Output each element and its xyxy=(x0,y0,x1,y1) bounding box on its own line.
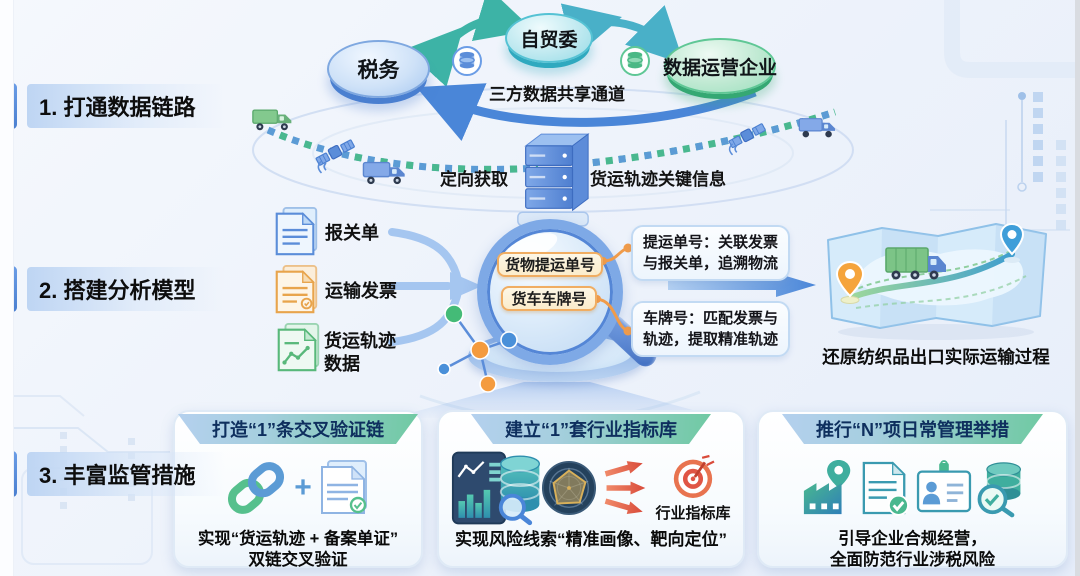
route-map-icon xyxy=(827,222,1047,340)
card-caption-line1: 引导企业合规经营， xyxy=(838,530,987,548)
acquire-label: 定向获取 xyxy=(440,170,508,189)
callout-line: 轨迹，提取精准轨迹 xyxy=(643,331,779,348)
truck-icon xyxy=(252,109,292,131)
card-caption-line1: 实现风险线索“精准画像、靶向定位” xyxy=(455,530,727,549)
left-margin-strip xyxy=(0,0,14,576)
doc-label-track-line1: 货运轨迹 xyxy=(324,331,396,351)
customs-declaration-doc-icon xyxy=(275,206,318,256)
card-daily-management: 推行“N”项日常管理举措 xyxy=(757,410,1068,570)
truck-icon xyxy=(362,161,405,185)
card-header: 推行“N”项日常管理举措 xyxy=(782,414,1043,444)
card-header: 打造“1”条交叉验证链 xyxy=(178,414,418,444)
freight-track-doc-icon xyxy=(277,322,320,372)
card-caption-line2: 全面防范行业涉税风险 xyxy=(830,551,995,570)
chain-link-icon xyxy=(228,462,285,514)
tag-bill-number: 货物提运单号 xyxy=(497,252,603,277)
callout-line: 与报关单，追溯物流 xyxy=(643,255,779,272)
callout-line: 车牌号：匹配发票与 xyxy=(643,310,779,327)
section-title: 3. 丰富监管措施 xyxy=(27,452,226,496)
checklist-doc-icon xyxy=(862,461,909,516)
tag-bill-number-label: 货物提运单号 xyxy=(504,257,595,274)
card-caption-line1: 实现“货运轨迹 + 备案单证” xyxy=(197,530,399,548)
section-title: 1. 打通数据链路 xyxy=(27,84,226,128)
channel-label: 三方数据共享通道 xyxy=(489,85,625,104)
callout-plate-number: 车牌号：匹配发票与 轨迹，提取精准轨迹 xyxy=(631,301,791,357)
section-1-label: 1. 打通数据链路 xyxy=(8,83,226,129)
tax-node-label: 税务 xyxy=(357,59,400,82)
id-card-icon xyxy=(916,460,971,513)
map-truck-icon xyxy=(885,247,946,280)
satellite-icon xyxy=(315,139,355,174)
target-label: 行业指标库 xyxy=(655,504,731,522)
right-edge-strip xyxy=(1075,0,1080,576)
section-title: 2. 搭建分析模型 xyxy=(27,267,226,311)
database-search-icon xyxy=(499,455,541,526)
factory-pin-icon xyxy=(803,460,850,515)
tag-plate-number: 货车车牌号 xyxy=(501,286,597,311)
track-info-label: 货运轨迹关键信息 xyxy=(590,170,726,189)
section-3-label: 3. 丰富监管措施 xyxy=(8,451,226,497)
enterprise-node-label: 数据运营企业 xyxy=(663,57,778,79)
callout-bill-number: 提运单号：关联发票 与报关单，追溯物流 xyxy=(631,225,791,281)
doc-label-track-line2: 数据 xyxy=(324,354,360,375)
callout-line: 提运单号：关联发票 xyxy=(643,234,779,251)
doc-label-customs: 报关单 xyxy=(325,223,379,243)
tag-plate-number-label: 货车车牌号 xyxy=(511,291,587,308)
record-document-icon xyxy=(320,460,367,514)
card-cross-verification: 打造“1”条交叉验证链 + 实现“货运轨迹 + 备案单证” xyxy=(173,410,423,570)
plus-icon: + xyxy=(294,471,312,504)
map-caption: 还原纺织品出口实际运输过程 xyxy=(822,347,1050,367)
target-icon xyxy=(673,454,715,498)
doc-label-invoice: 运输发票 xyxy=(325,281,397,301)
card-caption-line2: 双链交叉验证 xyxy=(248,551,348,570)
transport-invoice-doc-icon xyxy=(275,264,318,314)
card-header: 建立“1”套行业指标库 xyxy=(471,414,711,444)
molecule-network-icon xyxy=(437,304,518,393)
truck-icon xyxy=(798,118,836,138)
spread-arrows-icon xyxy=(605,461,646,514)
database-audit-icon xyxy=(977,462,1021,518)
merge-arrows xyxy=(388,228,482,346)
dashboard-icon xyxy=(452,451,507,525)
section-2-label: 2. 搭建分析模型 xyxy=(8,266,226,312)
data-operation-enterprise-node: 数据运营企业 xyxy=(663,38,778,94)
satellite-icon xyxy=(728,123,766,156)
card-indicator-library: 建立“1”套行业指标库 xyxy=(437,410,745,568)
radar-chart-icon xyxy=(542,460,597,516)
